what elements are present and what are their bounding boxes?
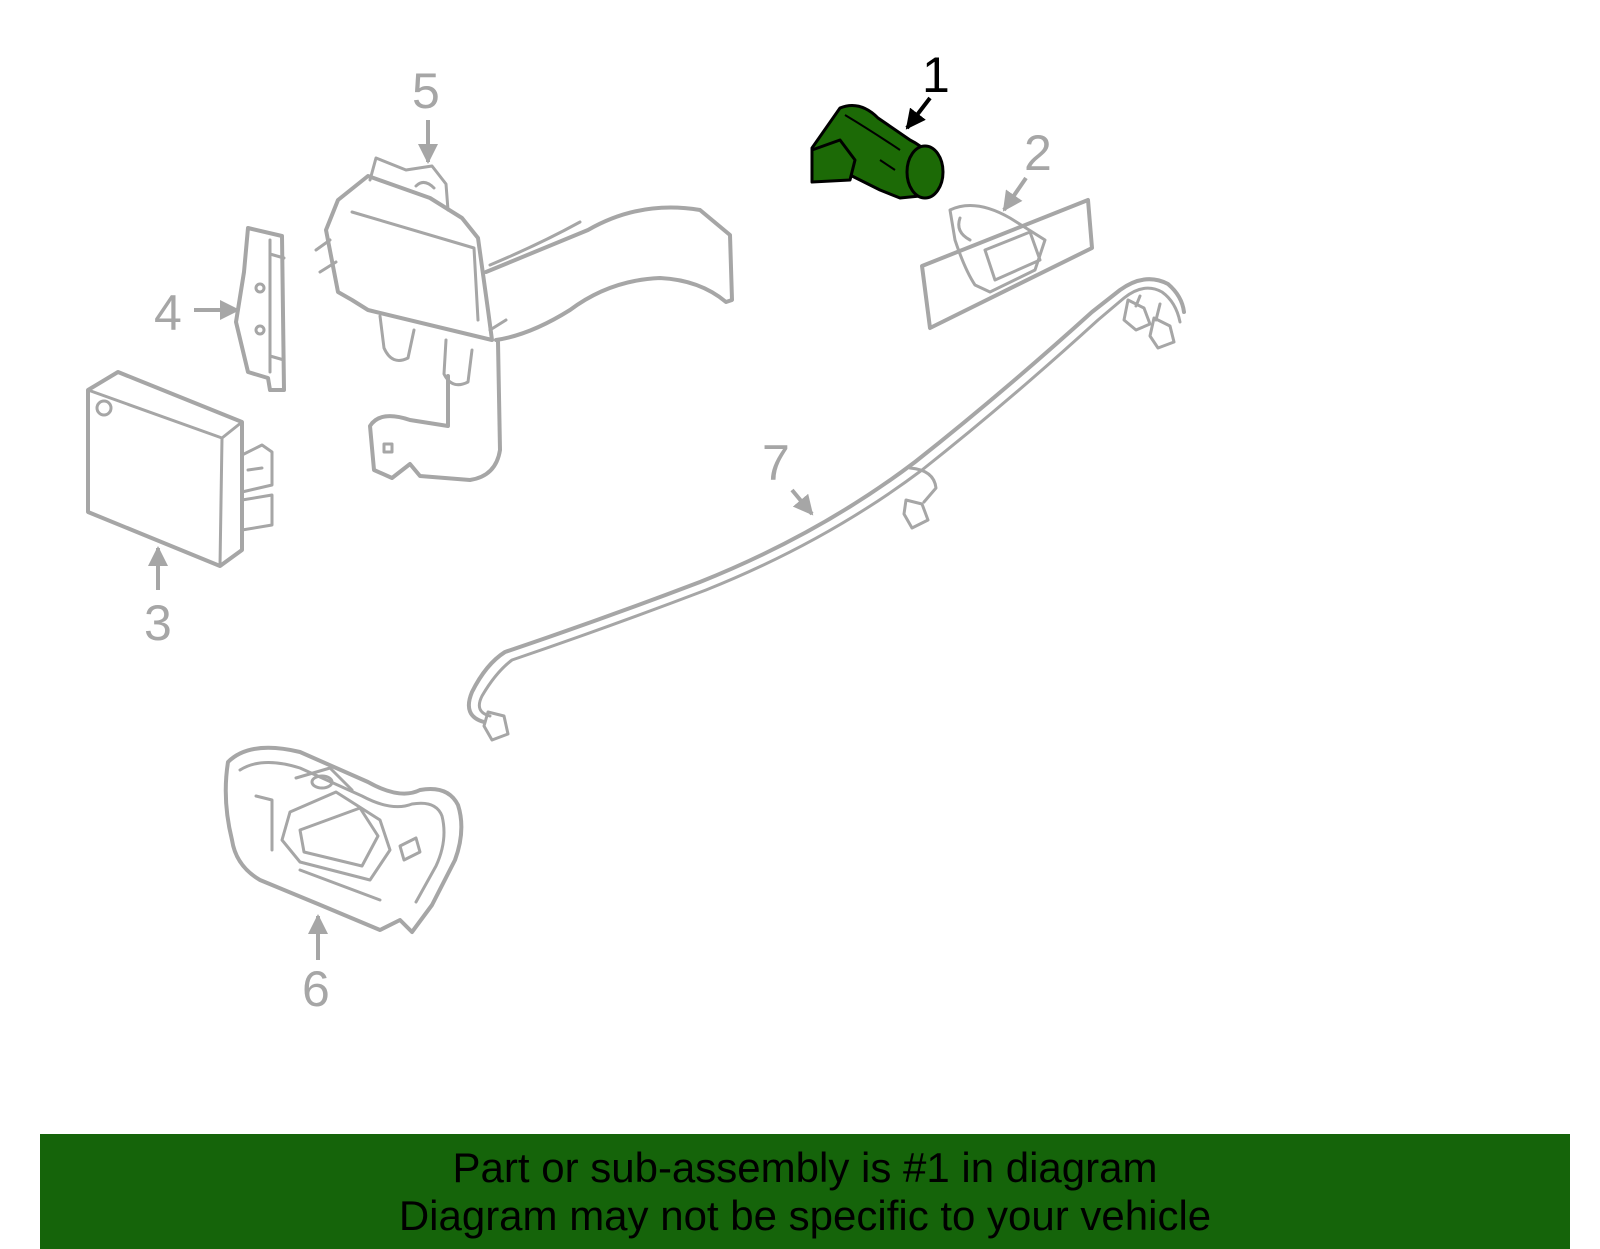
svg-text:3: 3 [144,595,172,651]
part-5-module-bracket[interactable] [314,156,734,482]
callout-2: 2 [1002,125,1052,212]
svg-text:7: 7 [762,435,790,491]
part-3-control-module[interactable] [86,370,274,568]
callout-6: 6 [302,914,330,1017]
callout-1: 1 [905,47,950,130]
part-6-sensor-retainer[interactable] [223,745,464,934]
callout-7: 7 [762,435,814,516]
svg-text:2: 2 [1024,125,1052,181]
banner-line-2: Diagram may not be specific to your vehi… [398,1192,1212,1239]
part-2-sensor-bracket[interactable] [920,198,1094,330]
part-4-mounting-bracket[interactable] [234,226,286,392]
svg-text:6: 6 [302,961,330,1017]
banner-line-1: Part or sub-assembly is #1 in diagram [452,1144,1158,1191]
svg-text:1: 1 [922,47,950,103]
svg-text:5: 5 [412,63,440,119]
callout-4: 4 [154,285,240,341]
callout-3: 3 [144,546,172,651]
info-banner: Part or sub-assembly is #1 in diagram Di… [40,1134,1570,1249]
part-1-parking-sensor[interactable] [810,104,945,200]
part-7-wiring-harness[interactable] [467,277,1186,742]
svg-text:4: 4 [154,285,182,341]
callout-5: 5 [412,63,440,164]
